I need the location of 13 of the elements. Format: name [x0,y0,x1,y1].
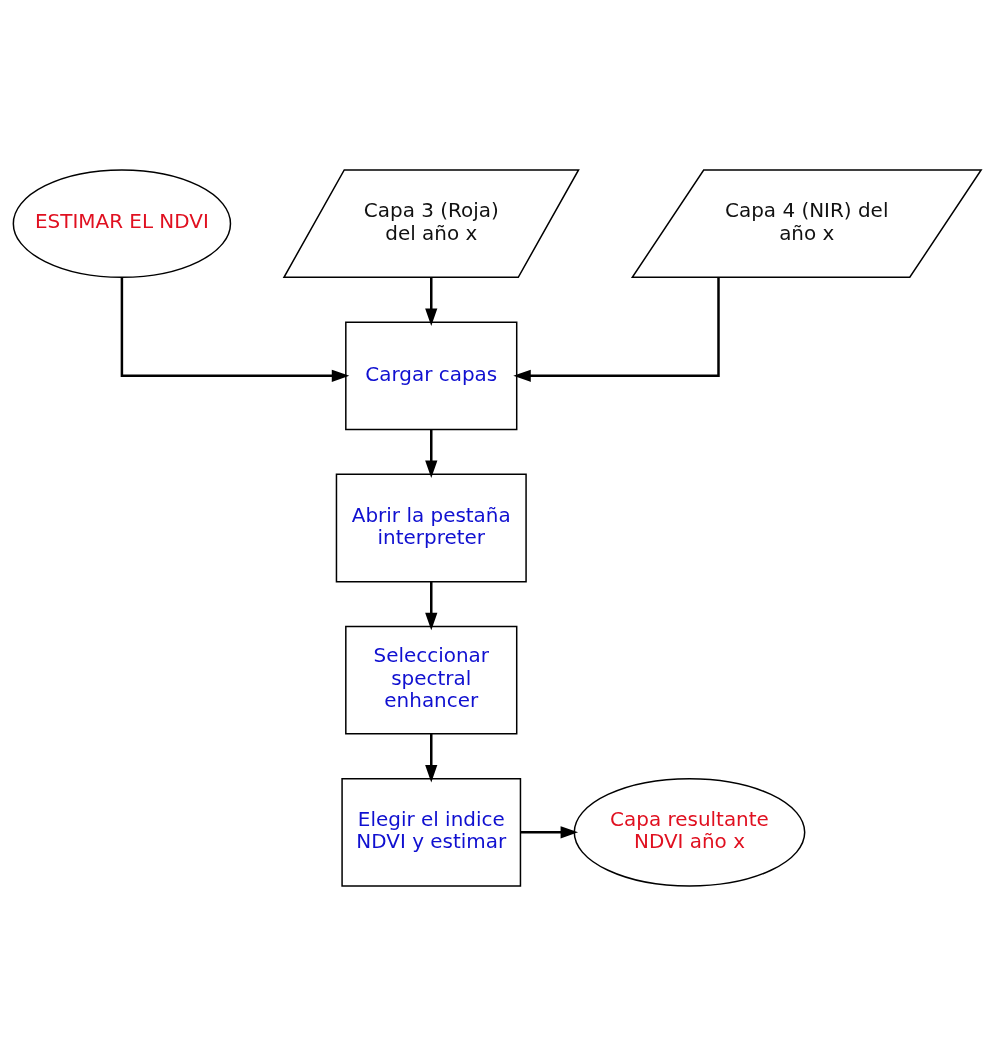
node-ellipse: ESTIMAR EL NDVI [12,168,232,278]
arrow [120,276,350,382]
arrow [513,276,720,382]
arrow [425,733,438,782]
node-box: Seleccionar spectral enhancer [345,625,518,735]
arrow [425,428,438,478]
node-box: Abrir la pestaña interpreter [335,473,527,582]
node-box: Cargar capas [345,320,518,430]
node-box: Elegir el indice NDVI y estimar [341,777,522,887]
node-ellipse: Capa resultante NDVI año x [573,777,806,887]
arrow [520,825,579,838]
arrow [425,276,438,326]
arrow [425,581,438,630]
